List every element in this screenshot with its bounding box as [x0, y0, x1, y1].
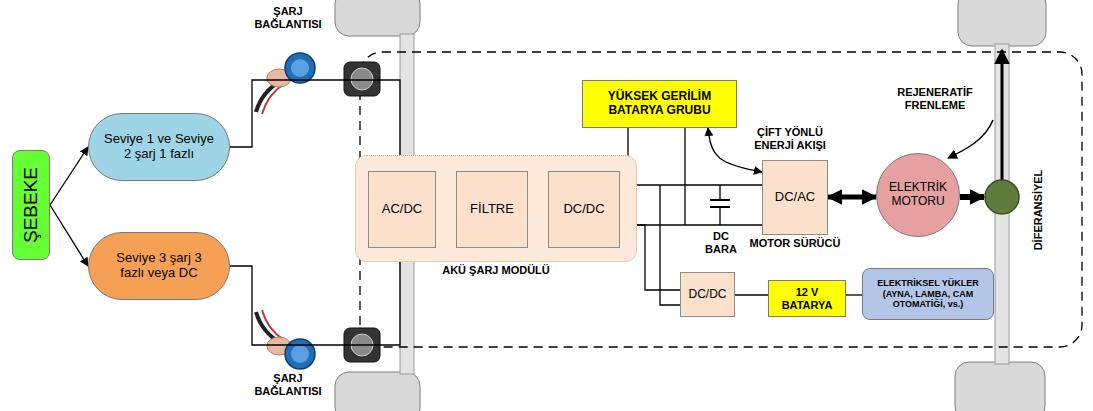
connector-arrow — [620, 184, 762, 185]
differential-circle — [985, 180, 1019, 214]
plug-face — [291, 59, 309, 77]
connector-label: ŞARJ BAĞLANTISI — [243, 372, 333, 397]
plug-cable — [262, 84, 284, 114]
regen-arrow — [948, 120, 993, 158]
node-text: ELEKTRİKSEL YÜKLER (AYNA, LAMBA, CAM OTO… — [868, 278, 988, 309]
plug-cable — [262, 310, 284, 340]
plug-face — [291, 345, 309, 363]
converter-box: AC/DC — [368, 171, 436, 248]
converter-box: DC/DC — [680, 272, 735, 317]
node-text: DC/DC — [563, 202, 604, 217]
charge-module-band: AKÜ ŞARJ MODÜLÜAC/DCFİLTREDC/DC — [355, 155, 637, 262]
filter-box: FİLTRE — [456, 171, 528, 248]
connector-arrow — [230, 248, 400, 345]
connector-arrow — [846, 294, 862, 295]
plug-head — [285, 339, 315, 369]
axle-arrow — [1001, 50, 1004, 180]
bus-label: DC BARA — [700, 230, 742, 255]
connector-arrow — [735, 294, 768, 295]
capacitor-symbol — [719, 207, 720, 225]
differential-label: DİFERANSİYEL — [1032, 170, 1045, 251]
connector-arrow — [50, 147, 88, 205]
flow-label: ÇİFT YÖNLÜ ENERJİ AKIŞI — [740, 126, 840, 151]
node-text: ŞEBEKE — [20, 167, 42, 243]
vehicle-outline — [360, 52, 1082, 347]
inverter-box: DC/ACMOTOR SÜRÜCÜ — [762, 160, 828, 235]
node-text: Seviye 1 ve Seviye 2 şarj 1 fazlı — [103, 132, 215, 162]
connector-arrow — [708, 128, 762, 172]
caption-text: MOTOR SÜRÜCÜ — [750, 237, 841, 250]
node-text: FİLTRE — [470, 202, 514, 217]
node-text: YÜKSEK GERİLİM BATARYA GRUBU — [588, 90, 731, 118]
charge-socket-face — [351, 68, 373, 90]
charge-level-box: Seviye 3 şarj 3 fazlı veya DC — [88, 232, 230, 300]
dc-bus-wire — [660, 185, 680, 305]
wheel — [335, 372, 420, 411]
capacitor-symbol — [719, 185, 720, 200]
capacitor-symbol — [710, 199, 730, 201]
node-text: DC/AC — [775, 190, 815, 205]
regen-label: REJENERATİF FRENLEME — [880, 86, 990, 111]
battery-box: YÜKSEK GERİLİM BATARYA GRUBU — [582, 80, 737, 128]
caption-text: AKÜ ŞARJ MODÜLÜ — [442, 264, 550, 277]
connector-arrow — [828, 195, 876, 200]
wheel — [335, 0, 420, 36]
converter-box: DC/DC — [548, 171, 620, 248]
battery-box: 12 V BATARYA — [768, 280, 846, 317]
plug-head — [285, 53, 315, 83]
charge-level-box: Seviye 1 ve Seviye 2 şarj 1 fazlı — [88, 113, 230, 181]
grid-box: ŞEBEKE — [12, 150, 50, 260]
motor-circle: ELEKTRİK MOTORU — [876, 153, 960, 237]
node-text: Seviye 3 şarj 3 fazlı veya DC — [103, 251, 215, 281]
node-text: ELEKTRİK MOTORU — [885, 181, 951, 209]
node-text: 12 V BATARYA — [774, 286, 840, 311]
connector-arrow — [50, 205, 88, 266]
wheel — [958, 0, 1046, 46]
charge-socket — [344, 62, 380, 96]
torque-arrow — [960, 194, 984, 200]
node-text: AC/DC — [382, 202, 422, 217]
load-box: ELEKTRİKSEL YÜKLER (AYNA, LAMBA, CAM OTO… — [862, 268, 994, 320]
wheel — [955, 362, 1045, 411]
node-text: DC/DC — [689, 288, 727, 302]
battery-wire — [684, 128, 685, 225]
connector-label: ŞARJ BAĞLANTISI — [243, 5, 333, 30]
